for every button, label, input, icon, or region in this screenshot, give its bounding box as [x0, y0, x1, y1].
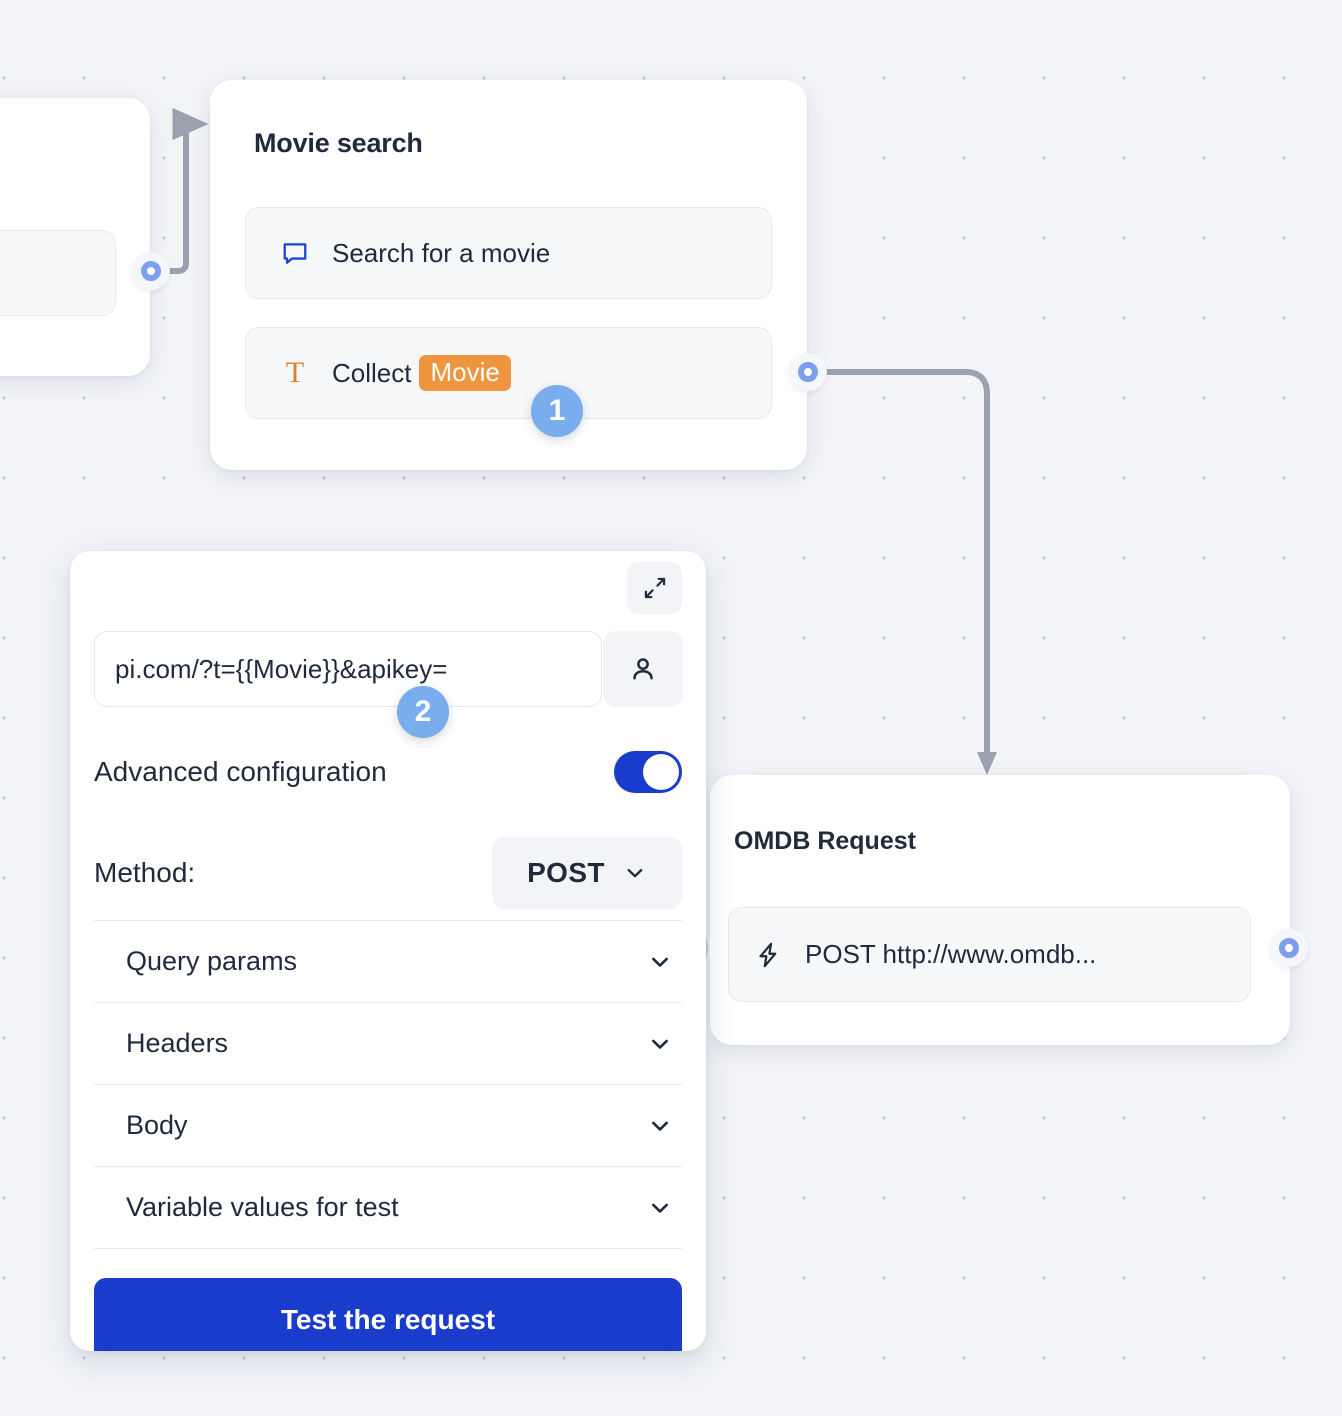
- expand-button[interactable]: [627, 562, 682, 614]
- previous-node-row[interactable]: [0, 230, 116, 316]
- accordion-body-label: Body: [126, 1110, 188, 1140]
- advanced-configuration-label: Advanced configuration: [94, 756, 387, 787]
- accordion-headers-label: Headers: [126, 1028, 229, 1058]
- variable-chip-movie[interactable]: Movie: [419, 355, 511, 391]
- request-config-panel[interactable]: Advanced configuration Method: POST Quer…: [70, 551, 706, 1351]
- accordion-body[interactable]: Body: [94, 1084, 682, 1166]
- movie-search-row-collect-label: Collect: [332, 357, 412, 388]
- chevron-down-icon: [627, 869, 643, 878]
- edge-previous-to-movie-search: [167, 107, 209, 274]
- port-omdb-output[interactable]: [1270, 929, 1308, 967]
- movie-search-row-search[interactable]: Search for a movie: [245, 207, 772, 299]
- omdb-request-row-label: POST http://www.omdb...: [805, 939, 1097, 969]
- request-url-input[interactable]: [94, 631, 602, 707]
- port-previous-output[interactable]: [132, 252, 170, 290]
- movie-search-row-collect[interactable]: T Collect Movie: [245, 327, 772, 419]
- advanced-configuration-toggle[interactable]: [614, 751, 682, 793]
- speech-bubble-icon: [280, 238, 310, 268]
- chevron-down-icon: [651, 1203, 669, 1213]
- omdb-request-title: OMDB Request: [734, 827, 916, 855]
- lightning-bolt-icon: [753, 940, 783, 970]
- expand-diagonal-icon: [644, 577, 665, 599]
- advanced-configuration-row: Advanced configuration: [94, 743, 682, 801]
- accordion-bottom-divider: [94, 1248, 682, 1249]
- omdb-request-row[interactable]: POST http://www.omdb...: [728, 907, 1251, 1002]
- method-label: Method:: [94, 857, 196, 888]
- previous-node-card[interactable]: [0, 98, 150, 376]
- chevron-down-icon: [651, 1039, 669, 1049]
- omdb-request-node[interactable]: OMDB Request POST http://www.omdb...: [710, 775, 1290, 1045]
- edge-arrow-into-omdb: [977, 752, 997, 775]
- edge-movie-search-to-omdb: [823, 369, 990, 758]
- accordion-headers[interactable]: Headers: [94, 1002, 682, 1084]
- accordion-query-params[interactable]: Query params: [94, 920, 682, 1002]
- movie-search-node[interactable]: Movie search Search for a movie T Collec…: [210, 80, 807, 470]
- port-movie-search-output[interactable]: [789, 353, 827, 391]
- movie-search-row-search-label: Search for a movie: [332, 237, 551, 268]
- person-icon: [633, 658, 653, 680]
- method-select[interactable]: POST: [492, 837, 682, 909]
- movie-search-title: Movie search: [254, 128, 423, 158]
- chevron-down-icon: [651, 1121, 669, 1131]
- method-value: POST: [527, 857, 605, 888]
- accordion-variable-values-for-test[interactable]: Variable values for test: [94, 1166, 682, 1248]
- step-badge-2: 2: [397, 686, 449, 738]
- text-icon: T: [285, 356, 305, 389]
- step-badge-1: 1: [531, 385, 583, 437]
- accordion-variable-values-for-test-label: Variable values for test: [126, 1192, 399, 1222]
- method-row: Method: POST: [94, 837, 682, 909]
- toggle-knob: [643, 754, 679, 790]
- auth-user-button[interactable]: [603, 631, 683, 707]
- test-the-request-button[interactable]: Test the request: [94, 1278, 682, 1351]
- chevron-down-icon: [651, 957, 669, 967]
- accordion-query-params-label: Query params: [126, 946, 298, 976]
